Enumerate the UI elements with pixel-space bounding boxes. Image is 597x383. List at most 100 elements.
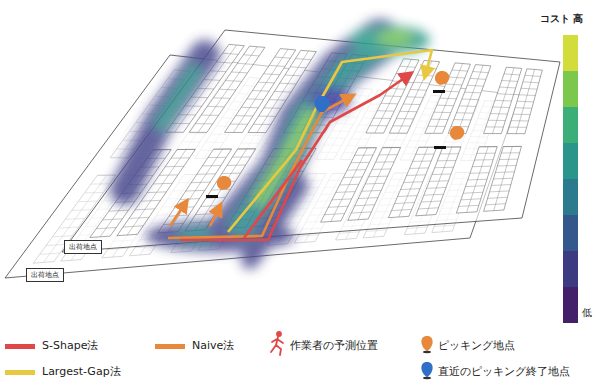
rack-cell [264, 107, 281, 108]
rack-cell [403, 104, 420, 106]
rack-cell [231, 71, 247, 73]
rack-cell [495, 100, 512, 102]
rack-cell [475, 159, 494, 160]
rack-cell [103, 219, 123, 220]
legend-line-swatch [155, 344, 185, 349]
rack [416, 147, 461, 216]
rack-cell [186, 190, 205, 192]
colorbar-step [563, 143, 578, 179]
rack-cell [225, 80, 241, 82]
rack-cell [274, 91, 291, 93]
rack-cell [216, 62, 232, 63]
legend-text: 作業者の予測位置 [290, 338, 378, 353]
rack-cell [429, 180, 448, 182]
rack-cell [470, 78, 486, 79]
rack-cell [500, 87, 516, 89]
rack-cell [123, 226, 143, 227]
rack-line [426, 147, 452, 215]
upper-floor [62, 30, 560, 252]
rack-cell [465, 92, 481, 94]
rack-line [358, 148, 392, 220]
rack-cell [395, 202, 415, 203]
rack-cell [499, 159, 518, 160]
rack-cell [523, 82, 539, 83]
rack-cell [355, 205, 375, 206]
colorbar-label: 低 [582, 306, 592, 320]
rack-cell [365, 183, 384, 185]
rack-cell [468, 179, 487, 181]
rack-cell [443, 91, 459, 93]
rack-cell [91, 183, 110, 184]
legend-text: Naive法 [192, 338, 234, 353]
rack-cell [432, 173, 451, 175]
legend-text: Largest-Gap法 [42, 364, 121, 379]
rack-cell [501, 152, 519, 153]
rack-cell [515, 107, 532, 109]
rack-cell [213, 149, 231, 150]
rack-cell [427, 187, 446, 189]
rack-cell [493, 178, 512, 180]
rack-cell [487, 197, 507, 198]
rack-cell [195, 214, 215, 215]
rack-cell [456, 112, 473, 113]
legend-line-swatch [5, 370, 35, 375]
rack-cell [437, 105, 454, 107]
rack-cell [147, 191, 166, 193]
legend-text: 直近のピッキング終了地点 [438, 364, 570, 379]
rack-cell [434, 112, 451, 113]
rack-cell [195, 123, 212, 124]
rack-cell [258, 82, 274, 84]
rack-cell [410, 89, 426, 91]
rack-cell [495, 171, 514, 173]
rack-cell [459, 105, 476, 107]
rack-cell [440, 98, 457, 100]
rack-line [494, 146, 513, 210]
rack-cell [227, 165, 246, 166]
rack-cell [410, 167, 429, 169]
rack-cell [52, 236, 72, 237]
rack-cell [413, 160, 432, 161]
rack-cell [383, 147, 401, 148]
rack-cell [298, 235, 318, 236]
route-lines [168, 50, 432, 240]
colorbar-step [563, 107, 578, 143]
rack-cell [424, 194, 444, 196]
cost-colorbar [563, 35, 578, 323]
rack-cell [521, 88, 537, 90]
rack-cell [502, 80, 518, 81]
rack-cell [72, 209, 91, 211]
rack-cell [230, 124, 247, 125]
rack-cell [437, 160, 456, 161]
rack-cell [509, 127, 526, 128]
rack-cell [153, 183, 172, 185]
rack-cell [202, 165, 221, 166]
rack-cell [467, 85, 483, 87]
rack-line [457, 65, 483, 133]
rack-cell [385, 95, 402, 97]
rack-cell [376, 161, 395, 162]
rack-cell [264, 73, 280, 75]
rack-cell [497, 165, 516, 167]
rack-cell [440, 153, 458, 154]
rack-cell [462, 98, 479, 100]
node-text: 出荷地点 [69, 242, 97, 252]
rack-cell [377, 110, 394, 111]
rack-cell [373, 118, 390, 119]
rack-cell [479, 146, 497, 147]
rack-cell [285, 74, 301, 76]
rack-cell [109, 210, 129, 212]
rack-cell [472, 166, 491, 168]
rack-cell [392, 209, 412, 210]
cost-heatmap [125, 26, 430, 260]
rack-cell [434, 225, 454, 226]
rack-cell [400, 66, 416, 67]
rack-cell [421, 201, 441, 202]
rack-cell [208, 157, 226, 158]
rack-cell [513, 114, 530, 115]
rack-cell [78, 201, 97, 203]
rack-cell [459, 205, 479, 206]
rack-cell [324, 213, 344, 214]
rack-cell [446, 84, 462, 86]
